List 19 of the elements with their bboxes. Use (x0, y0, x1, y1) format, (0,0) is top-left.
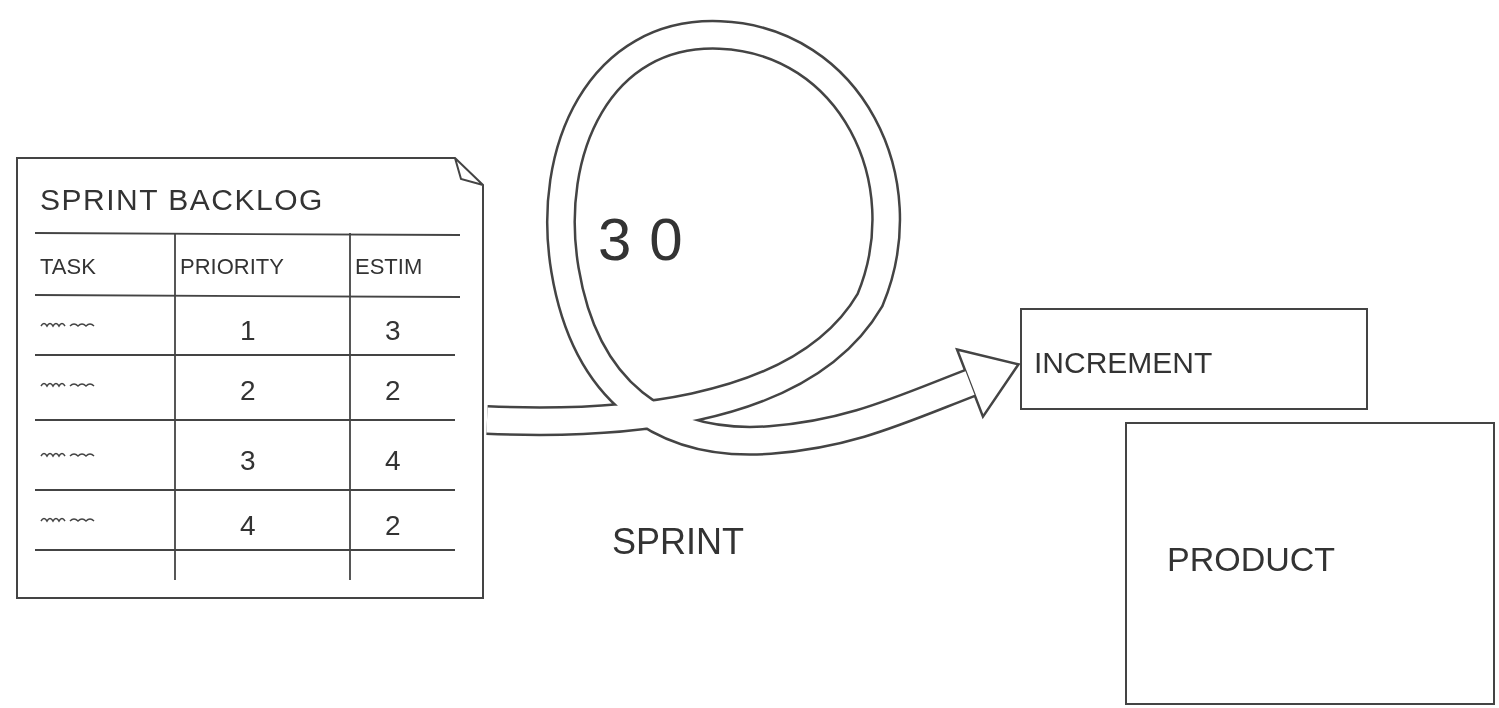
increment-box (1020, 308, 1368, 410)
estimate-value: 2 (385, 509, 401, 543)
column-header: TASK (40, 253, 96, 281)
box-label: PRODUCT (1167, 539, 1336, 580)
priority-value: 1 (240, 314, 256, 348)
product-box (1125, 422, 1495, 705)
priority-value: 3 (240, 444, 256, 478)
duration-label: 30 (598, 205, 701, 275)
column-header: PRIORITY (180, 253, 284, 281)
sprint-label: SPRINT (612, 520, 744, 564)
document-title: SPRINT BACKLOG (40, 182, 324, 218)
estimate-value: 4 (385, 444, 401, 478)
column-header: ESTIM (355, 253, 423, 281)
estimate-value: 3 (385, 314, 401, 348)
priority-value: 4 (240, 509, 256, 543)
estimate-value: 2 (385, 374, 401, 408)
box-label: INCREMENT (1034, 345, 1213, 381)
loop-arrow (486, 20, 1020, 456)
priority-value: 2 (240, 374, 256, 408)
